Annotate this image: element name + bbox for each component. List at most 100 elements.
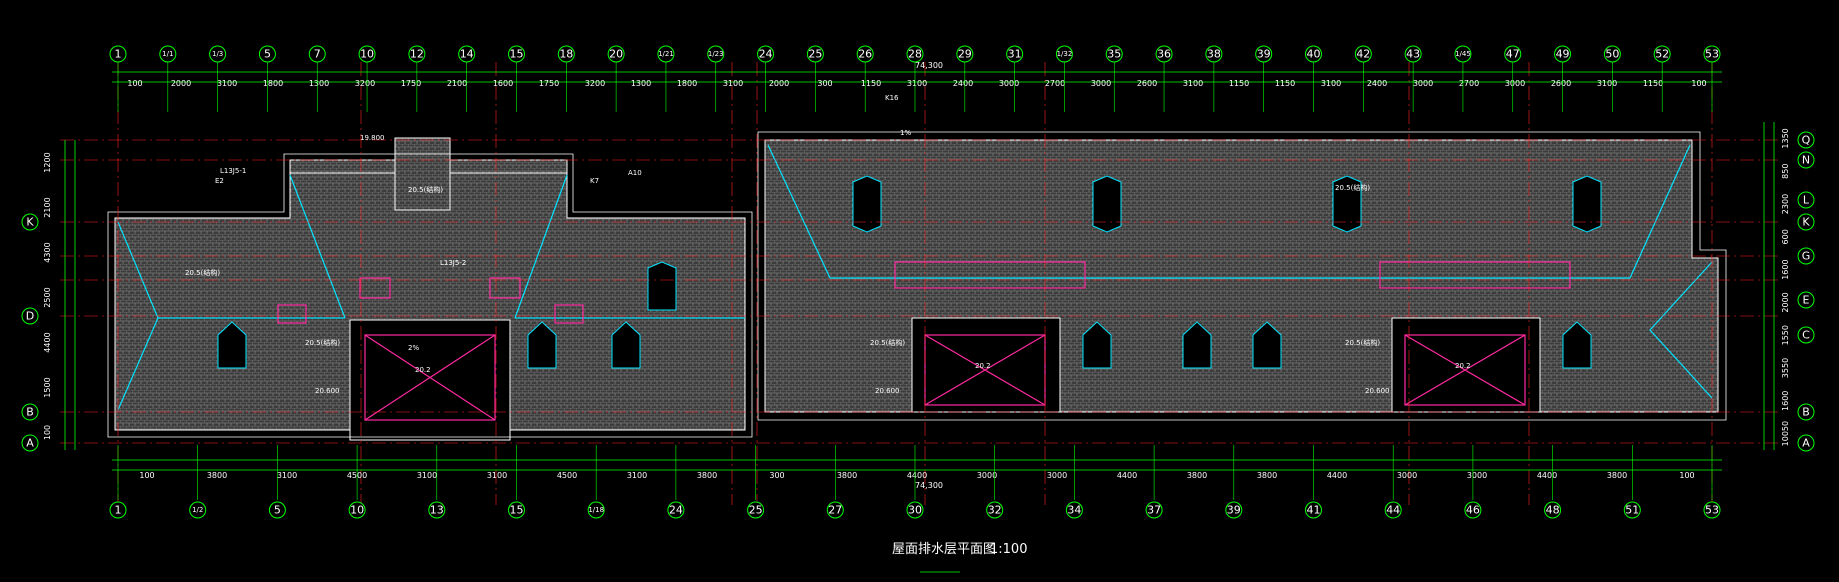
parapet-lines [107, 131, 1727, 438]
axis-top-24-circle [1305, 45, 1322, 63]
axis-bottom-1-circle [189, 501, 207, 519]
axis-top-12: 1/23 [708, 50, 724, 58]
axis-right-0-circle [1797, 131, 1815, 149]
annotation-7: 20.5(结构) [1335, 183, 1370, 192]
dimension-value: 1150 [1229, 79, 1249, 88]
axis-bottom-5-circle [508, 501, 525, 519]
axis-top-23: 39 [1257, 48, 1271, 61]
dimension-value: 4400 [1327, 471, 1347, 480]
axis-top-20: 35 [1107, 48, 1121, 61]
axis-top-30-circle [1603, 45, 1621, 63]
axis-left-2-circle [21, 403, 39, 421]
axis-bottom-18-circle [1544, 501, 1562, 519]
axis-top-22-circle [1205, 45, 1223, 63]
dimension-value: 100 [43, 425, 52, 440]
annotation-3: 19.800 [360, 134, 385, 142]
axis-bottom-13-circle [1145, 501, 1163, 519]
dimension-value: 3800 [697, 471, 717, 480]
axis-right-8-circle [1797, 434, 1815, 452]
axis-right-7-circle [1797, 403, 1815, 421]
dimension-value: 3100 [907, 79, 927, 88]
dimension-value: 2000 [1781, 292, 1790, 312]
dimension-value: 600 [1781, 229, 1790, 244]
axis-top-18: 31 [1008, 48, 1022, 61]
axis-bottom-15: 41 [1307, 504, 1321, 517]
axis-bottom-8-circle [747, 501, 765, 519]
roof-left-block [114, 172, 746, 431]
dimension-value: 1550 [1781, 325, 1790, 345]
dimension-value: 2100 [447, 79, 467, 88]
dimension-value: 1800 [263, 79, 283, 88]
axis-bottom-11-circle [986, 501, 1004, 519]
annotation-9: 20.5(结构) [408, 185, 443, 194]
axis-top-7-circle [458, 45, 476, 63]
axis-bottom-5: 15 [510, 504, 524, 517]
dimension-value: 3800 [1607, 471, 1627, 480]
dimension-value: 3100 [723, 79, 743, 88]
total-length-bottom: 74,300 [915, 481, 943, 490]
axis-top-4-circle [308, 45, 326, 63]
axis-bottom-3: 10 [350, 504, 364, 517]
axis-top-30: 50 [1605, 48, 1619, 61]
roof-areas [114, 137, 1719, 441]
dimension-value: 2000 [769, 79, 789, 88]
dimension-value: 3800 [207, 471, 227, 480]
annotation-17: K16 [885, 94, 899, 102]
dimension-value: 100 [139, 471, 154, 480]
axis-top-23-circle [1255, 45, 1273, 63]
axis-top-28: 47 [1506, 48, 1520, 61]
roof-left-gap [349, 319, 511, 441]
axis-top-27: 1/45 [1455, 50, 1471, 58]
dimension-value: 3000 [977, 471, 997, 480]
axis-right-4: G [1802, 250, 1811, 263]
dormers [217, 175, 1602, 369]
axis-bottom-6-circle [587, 501, 605, 519]
dimension-value: 1350 [1781, 128, 1790, 148]
axis-top-4: 7 [314, 48, 321, 61]
dimension-value: 4500 [557, 471, 577, 480]
axis-top-15-circle [856, 45, 874, 63]
axis-top-21: 36 [1157, 48, 1171, 61]
dimension-value: 3000 [1505, 79, 1525, 88]
axis-right-3: K [1802, 216, 1810, 229]
axis-bottom-15-circle [1305, 501, 1322, 519]
grid-axis-lines [60, 62, 1780, 505]
axis-top-31-circle [1653, 45, 1671, 63]
axis-right-7: B [1802, 406, 1810, 419]
axis-bottom-19-circle [1623, 501, 1641, 519]
axis-bottom-20-circle [1703, 501, 1721, 519]
axis-right-4-circle [1797, 247, 1815, 265]
dimension-value: 2700 [1045, 79, 1065, 88]
axis-bottom-1: 1/2 [192, 506, 203, 514]
roof-mid-gap [911, 317, 1061, 413]
dimension-value: 100 [1679, 471, 1694, 480]
annotation-16: L13J5-2 [440, 259, 466, 267]
dimension-value: 3000 [1047, 471, 1067, 480]
axis-bottom-7: 24 [669, 504, 683, 517]
axis-top-18-circle [1006, 45, 1024, 63]
dimension-value: 1150 [1275, 79, 1295, 88]
axis-bottom-4-circle [428, 501, 446, 519]
dimension-value: 2300 [1781, 194, 1790, 214]
dimension-value: 1150 [861, 79, 881, 88]
axis-top-7: 14 [460, 48, 474, 61]
dimension-value: 3800 [1187, 471, 1207, 480]
annotation-2: 20.2 [1455, 362, 1471, 370]
dimension-value: 1150 [1643, 79, 1663, 88]
axis-top-11: 1/21 [658, 50, 674, 58]
axis-right-0: Q [1802, 134, 1811, 147]
dimension-value: 3000 [1413, 79, 1433, 88]
axis-right-5: E [1803, 294, 1810, 307]
dimension-value: 3800 [837, 471, 857, 480]
axis-top-26-circle [1404, 45, 1422, 63]
dimension-value: 100 [1691, 79, 1706, 88]
dimension-value: 3100 [487, 471, 507, 480]
axis-top-3-circle [258, 45, 276, 63]
dimension-value: 2600 [1551, 79, 1571, 88]
